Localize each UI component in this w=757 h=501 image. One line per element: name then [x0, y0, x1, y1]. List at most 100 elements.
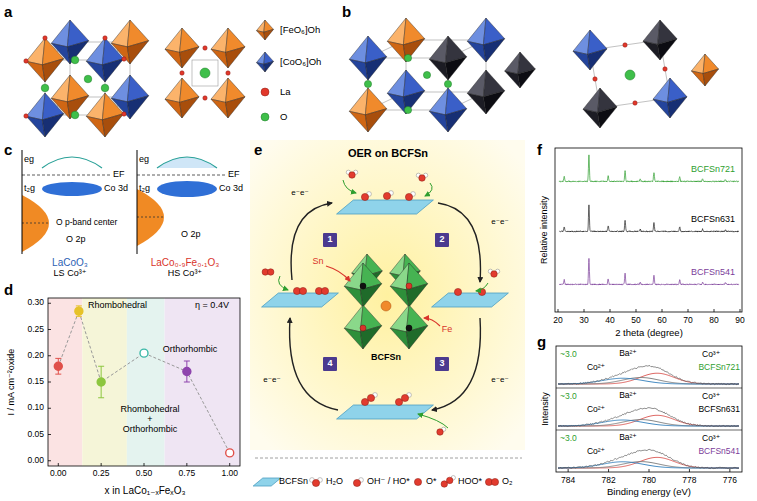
xps-spectra [556, 430, 742, 431]
perovskite-structure [71, 111, 79, 119]
perovskite-cell [211, 49, 228, 68]
perovskite-cell [211, 28, 228, 52]
band-label: t₂g [139, 184, 150, 194]
band-diagram-ls [22, 195, 49, 252]
oer-mechanism [290, 203, 481, 410]
tick-label: 50 [631, 316, 640, 325]
activity-chart [184, 382, 190, 383]
tick-label: 0.05 [27, 430, 44, 439]
band-diagram-hs [137, 150, 225, 254]
xrd-pattern [714, 309, 715, 312]
activity-chart [76, 316, 82, 317]
legend-sample [264, 61, 274, 72]
legend-text: H₂O [326, 477, 343, 487]
band-label: EF [113, 170, 125, 180]
legend-text: [FeO₆]Oh [280, 25, 320, 35]
xrd-pattern [559, 258, 738, 285]
perovskite-structure [26, 61, 45, 82]
activity-chart [76, 305, 82, 306]
perovskite-structure [67, 41, 88, 64]
double-perovskite-structure [429, 111, 448, 132]
oer-mechanism [344, 328, 363, 349]
oer-mechanism [344, 254, 427, 349]
double-perovskite-structure [365, 109, 386, 132]
oer-mechanism [326, 266, 440, 326]
band-label: O p-band center [56, 218, 117, 227]
band-diagram-ls [22, 223, 50, 224]
double-perovskite-structure [349, 18, 535, 132]
perovskite-structure [71, 56, 79, 64]
oer-mechanism [253, 478, 281, 486]
oer-mechanism [349, 172, 355, 178]
perovskite-cell [180, 47, 199, 68]
tick-label: 0.20 [27, 351, 44, 360]
perovskite-structure [42, 59, 63, 82]
xps-spectra [689, 469, 690, 472]
double-perovskite-cell [593, 77, 597, 81]
activity-chart [58, 463, 59, 466]
tick-label: 782 [601, 476, 615, 485]
double-perovskite-cell [598, 107, 617, 128]
legend-text: O [280, 112, 287, 122]
oer-mechanism [267, 269, 273, 275]
oer-mechanism [360, 283, 366, 289]
perovskite-cell [192, 60, 218, 86]
peak-label: ~3.0 [560, 434, 577, 443]
double-perovskite-structure [429, 36, 448, 63]
tick-label: 780 [642, 476, 656, 485]
tick-label: 60 [657, 316, 666, 325]
perovskite-structure [102, 59, 123, 82]
tick-label: 30 [579, 316, 588, 325]
tick-label: 778 [682, 476, 696, 485]
band-diagram-hs [157, 157, 217, 168]
oer-mechanism [419, 175, 425, 181]
double-perovskite-cell [658, 39, 677, 60]
oer-mechanism [406, 284, 427, 307]
legend-sample [264, 29, 274, 40]
double-perovskite-structure [387, 18, 406, 45]
annotation: BCFSn [371, 353, 401, 363]
double-perovskite-structure [387, 93, 406, 114]
oer-mechanism [425, 183, 432, 196]
tick-label: 0.75 [179, 469, 196, 478]
xrd-pattern [559, 205, 738, 232]
panel-letter: f [537, 142, 542, 159]
oer-mechanism [491, 478, 498, 485]
band-diagram-ls [42, 157, 102, 168]
xps-spectra [649, 469, 650, 472]
xps-spectra [558, 462, 739, 468]
activity-chart [48, 434, 51, 435]
double-perovskite-structure [423, 71, 430, 78]
tick-label: 0.30 [27, 299, 44, 308]
perovskite-cell [165, 99, 182, 118]
legend-text: La [280, 87, 291, 97]
legend-text: BCFSn [279, 477, 308, 487]
peak-label: Co²⁺ [587, 363, 605, 372]
oer-mechanism [381, 301, 391, 311]
oer-mechanism [432, 318, 480, 410]
legend-sample [257, 31, 266, 40]
double-perovskite-structure [364, 80, 371, 87]
double-perovskite-structure [365, 57, 386, 80]
oer-mechanism [491, 271, 497, 277]
step-badge: 2 [435, 233, 449, 247]
tick-label: 0.15 [27, 377, 44, 386]
perovskite-structure [24, 114, 28, 118]
peak-label: Co³⁺ [702, 434, 720, 443]
annotation: Rhombohedral [88, 301, 147, 311]
activity-chart [183, 368, 191, 376]
xrd-pattern [636, 309, 637, 312]
double-perovskite-cell [623, 43, 627, 47]
double-perovskite-structure [429, 88, 448, 115]
xps-spectra [608, 469, 609, 472]
step-number: 3 [439, 359, 444, 369]
oer-mechanism [437, 429, 443, 435]
legend-text: OH⁻ / HO* [367, 477, 410, 487]
oer-mechanism [414, 478, 421, 485]
double-perovskite-structure [444, 80, 451, 87]
double-perovskite-structure [483, 39, 504, 62]
perovskite-cell [165, 28, 182, 52]
xps-spectra [558, 462, 739, 468]
activity-chart [127, 298, 165, 466]
double-perovskite-structure [518, 69, 535, 88]
